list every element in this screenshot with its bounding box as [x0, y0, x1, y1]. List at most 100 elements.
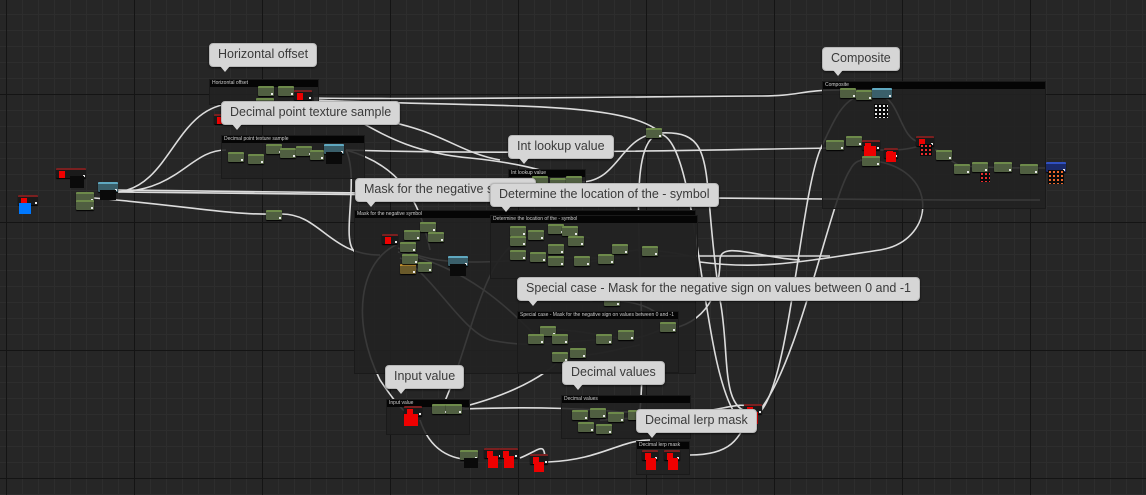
comment-header: Horizontal offset — [210, 80, 318, 87]
texture-node[interactable] — [448, 256, 468, 266]
param-node-red[interactable] — [642, 450, 658, 460]
math-node[interactable] — [618, 330, 634, 340]
math-node[interactable] — [528, 230, 544, 240]
math-node[interactable] — [568, 236, 584, 246]
preview-black — [326, 152, 342, 164]
math-node[interactable] — [552, 352, 568, 362]
param-node-red[interactable] — [664, 450, 680, 460]
math-node[interactable] — [598, 254, 614, 264]
texture-node[interactable] — [324, 144, 344, 154]
comment-header: Input value — [387, 400, 469, 407]
math-node[interactable] — [994, 162, 1012, 172]
math-node[interactable] — [266, 210, 282, 220]
math-node[interactable] — [400, 242, 416, 252]
math-node[interactable] — [660, 322, 676, 332]
math-node[interactable] — [578, 422, 594, 432]
math-node[interactable] — [280, 148, 296, 158]
math-node[interactable] — [846, 136, 862, 146]
math-node[interactable] — [76, 200, 94, 210]
comment-bubble-decimal-lerp-mask[interactable]: Decimal lerp mask — [636, 409, 757, 438]
texture-node[interactable] — [98, 182, 118, 192]
param-node-red[interactable] — [382, 234, 398, 244]
comment-bubble-int-lookup[interactable]: Int lookup value — [508, 135, 614, 164]
math-node[interactable] — [248, 154, 264, 164]
math-node[interactable] — [596, 424, 612, 434]
comment-box-determine-location[interactable]: Determine the location of the - symbol — [490, 215, 698, 279]
math-node[interactable] — [936, 150, 952, 160]
color-swatch-red — [864, 146, 876, 156]
comment-header: Decimal lerp mask — [637, 442, 689, 449]
math-node[interactable] — [310, 150, 324, 160]
digit-texture-preview — [874, 104, 888, 118]
math-node[interactable] — [972, 162, 988, 172]
math-node[interactable] — [562, 226, 578, 236]
comment-header: Special case - Mask for the negative sig… — [518, 312, 678, 319]
color-swatch-red — [646, 458, 656, 470]
comment-header: Int lookup value — [509, 170, 585, 177]
comment-bubble-composite[interactable]: Composite — [822, 47, 900, 76]
comment-header: Decimal values — [562, 396, 690, 403]
math-node[interactable] — [510, 226, 526, 236]
math-node[interactable] — [528, 334, 544, 344]
math-node[interactable] — [530, 252, 546, 262]
math-node[interactable] — [572, 410, 588, 420]
math-node[interactable] — [612, 244, 628, 254]
digit-texture-preview — [980, 172, 990, 182]
comment-bubble-horizontal-offset[interactable]: Horizontal offset — [209, 43, 318, 72]
math-node[interactable] — [596, 334, 612, 344]
math-node[interactable] — [826, 140, 844, 150]
color-swatch-red — [404, 414, 418, 426]
comment-bubble-special-case[interactable]: Special case - Mask for the negative sig… — [517, 277, 920, 306]
math-node[interactable] — [402, 254, 418, 264]
comment-header: Decimal point texture sample — [222, 136, 364, 143]
math-node[interactable] — [548, 256, 564, 266]
preview-black — [100, 190, 116, 200]
param-node-red[interactable] — [916, 136, 934, 146]
math-node[interactable] — [642, 246, 658, 256]
math-node[interactable] — [862, 156, 880, 166]
color-swatch-red — [886, 152, 896, 162]
color-swatch-blue — [19, 203, 31, 214]
math-node[interactable] — [420, 222, 436, 232]
math-node[interactable] — [590, 408, 606, 418]
math-node[interactable] — [404, 230, 420, 240]
param-node-red[interactable] — [294, 90, 312, 100]
texture-node[interactable] — [872, 88, 892, 98]
comment-header: Mask for the negative symbol — [355, 211, 695, 218]
comment-bubble-input-value[interactable]: Input value — [385, 365, 465, 394]
math-node[interactable] — [258, 86, 274, 96]
param-node-red[interactable] — [500, 448, 518, 458]
math-node[interactable] — [446, 404, 462, 414]
comment-bubble-determine-location[interactable]: Determine the location of the - symbol — [490, 183, 719, 212]
math-node[interactable] — [228, 152, 244, 162]
color-swatch-red — [668, 458, 678, 470]
math-node[interactable] — [1020, 164, 1038, 174]
math-node[interactable] — [570, 348, 586, 358]
comment-bubble-decimal-point[interactable]: Decimal point texture sample — [221, 101, 401, 130]
math-node[interactable] — [646, 128, 662, 138]
math-node[interactable] — [278, 86, 294, 96]
math-node[interactable] — [548, 244, 564, 254]
math-node[interactable] — [428, 232, 444, 242]
math-node[interactable] — [510, 236, 526, 246]
param-node-blue[interactable] — [18, 195, 38, 205]
param-node-red[interactable] — [56, 168, 86, 178]
comment-bubble-decimal-values[interactable]: Decimal values — [562, 361, 665, 390]
color-swatch-red — [504, 456, 514, 468]
param-node-red[interactable] — [530, 454, 548, 464]
math-node[interactable] — [552, 334, 568, 344]
math-node[interactable] — [608, 412, 624, 422]
math-node[interactable] — [856, 90, 872, 100]
param-node-red[interactable] — [404, 406, 422, 416]
math-node[interactable] — [840, 88, 856, 98]
math-node[interactable] — [510, 250, 526, 260]
final-output-node[interactable] — [1046, 162, 1066, 172]
comment-box-input-value[interactable]: Input value — [386, 399, 470, 435]
math-node[interactable] — [418, 262, 432, 272]
math-node[interactable] — [954, 164, 970, 174]
texcoord-node[interactable] — [400, 264, 416, 274]
comment-header: Composite — [823, 82, 1045, 89]
comment-header: Determine the location of the - symbol — [491, 216, 697, 223]
math-node[interactable] — [574, 256, 590, 266]
